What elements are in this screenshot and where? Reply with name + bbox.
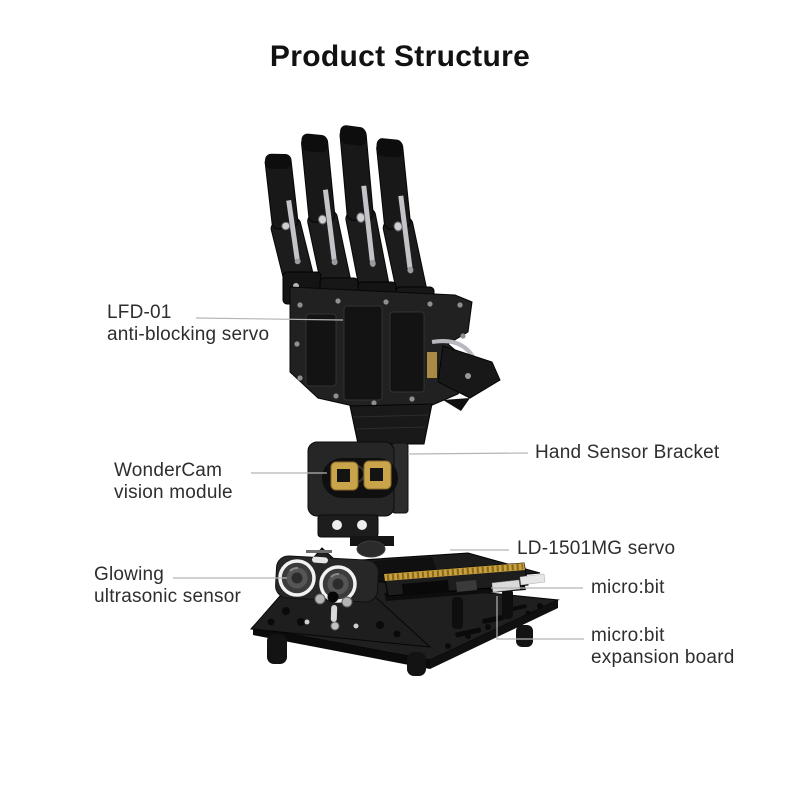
callout-line: LFD-01 <box>107 302 172 323</box>
callout-line: Hand Sensor Bracket <box>535 442 720 463</box>
leader-hand-sensor-bracket <box>407 452 529 455</box>
microbit-edge-connector <box>384 563 525 581</box>
base-leg <box>267 625 533 676</box>
page-title: Product Structure <box>269 40 531 73</box>
robotic-hand-illustration <box>249 125 560 676</box>
callout-line: expansion board <box>591 647 735 668</box>
callout-ld1501mg-servo: LD-1501MG servo <box>517 538 675 560</box>
ultrasonic-sensor <box>249 547 432 648</box>
callout-line: LD-1501MG servo <box>517 538 676 559</box>
leader-microbit-expansion <box>496 596 584 640</box>
callout-lfd01-servo: LFD-01 anti-blocking servo <box>107 302 269 346</box>
ultrasonic-eye-right <box>319 565 357 603</box>
microbit-board <box>383 562 546 629</box>
wrist <box>349 403 433 445</box>
callout-line: anti-blocking servo <box>107 324 270 345</box>
callout-glowing-ultrasonic-sensor: Glowing ultrasonic sensor <box>94 564 241 608</box>
callout-microbit-expansion-board: micro:bit expansion board <box>591 625 735 669</box>
callout-microbit: micro:bit <box>591 577 665 599</box>
callout-line: WonderCam <box>114 460 223 481</box>
thumb <box>427 339 501 411</box>
callout-wondercam-vision-module: WonderCam vision module <box>114 460 233 504</box>
callout-line: Glowing <box>94 564 165 585</box>
callout-line: vision module <box>114 482 233 503</box>
callout-line: ultrasonic sensor <box>94 586 242 607</box>
camera-eye-left <box>330 461 359 491</box>
leader-lines <box>173 317 584 640</box>
camera-eye-right <box>363 460 392 490</box>
callout-line: micro:bit <box>591 577 665 598</box>
callout-hand-sensor-bracket: Hand Sensor Bracket <box>535 442 719 464</box>
wondercam-module <box>307 441 409 538</box>
callout-line: micro:bit <box>591 625 665 646</box>
leader-lfd01 <box>195 317 344 321</box>
